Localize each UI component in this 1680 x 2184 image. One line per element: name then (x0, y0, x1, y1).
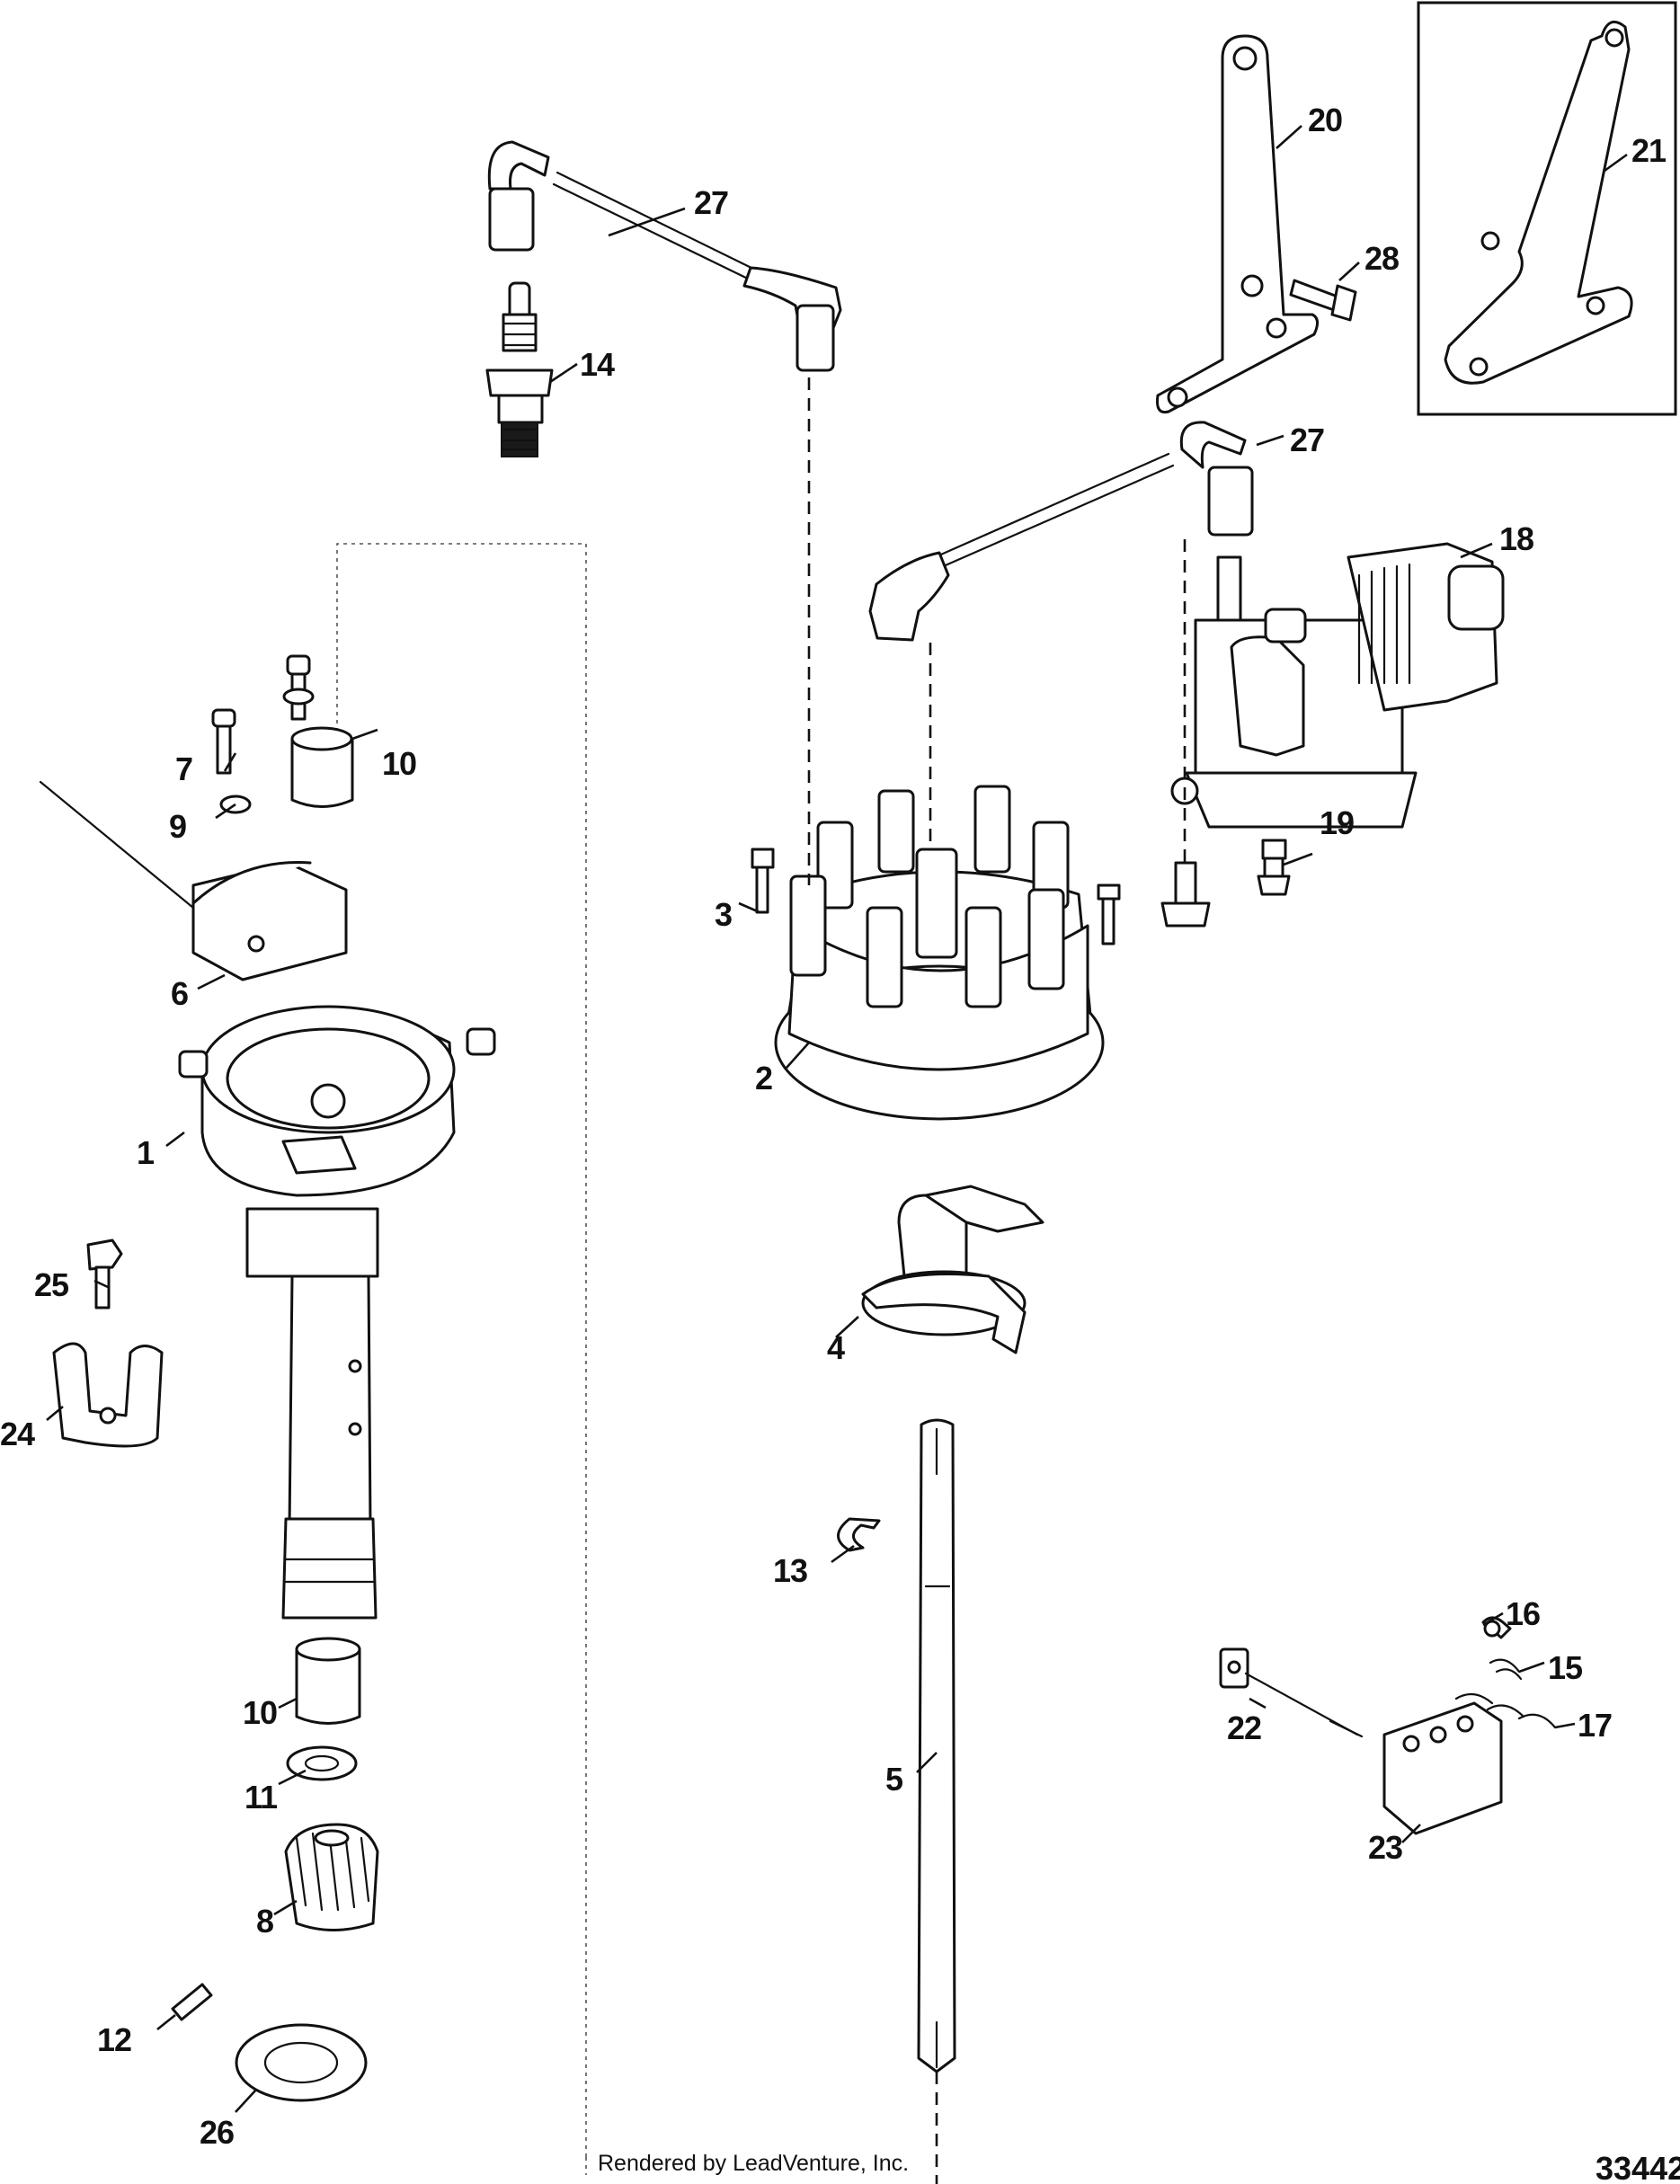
mounting-bracket (1156, 34, 1319, 414)
coil-screws (1160, 839, 1291, 928)
ignition-coil (1170, 542, 1505, 829)
callout-22: 22 (1227, 1709, 1261, 1746)
callout-24: 24 (0, 1416, 35, 1452)
callout-28: 28 (1364, 240, 1399, 277)
wiring-parts (1219, 1616, 1557, 1835)
callout-14: 14 (580, 346, 615, 383)
callout-15: 15 (1548, 1649, 1583, 1686)
inset-box (1417, 1, 1677, 416)
callout-27-lower: 27 (1290, 422, 1324, 458)
callout-26: 26 (200, 2114, 234, 2151)
e-clip (837, 1517, 881, 1552)
callout-13: 13 (773, 1552, 807, 1589)
distributor-housing (178, 1005, 496, 1620)
callout-8: 8 (256, 1903, 273, 1940)
callout-10-lower: 10 (243, 1694, 277, 1731)
cap-screws (751, 848, 1121, 946)
callout-17: 17 (1578, 1707, 1612, 1744)
callout-5: 5 (885, 1761, 903, 1798)
assembly-group-outline (336, 543, 587, 2175)
callout-25: 25 (34, 1266, 69, 1303)
callout-21: 21 (1631, 132, 1667, 169)
callout-1: 1 (137, 1134, 155, 1171)
callout-3: 3 (715, 896, 732, 933)
callout-11: 11 (244, 1779, 278, 1816)
plug-wire-upper (487, 140, 842, 372)
callout-27-upper: 27 (694, 184, 728, 221)
callout-6: 6 (171, 975, 188, 1012)
upper-fasteners (211, 654, 354, 814)
intermediate-shaft (917, 1418, 956, 2073)
bolt-28 (1289, 279, 1357, 322)
callout-16: 16 (1506, 1595, 1540, 1632)
pickup-coil (39, 780, 348, 981)
render-credit: Rendered by LeadVenture, Inc. (598, 2151, 909, 2176)
callout-2: 2 (755, 1060, 772, 1096)
callout-19: 19 (1320, 804, 1354, 841)
spark-plug (485, 281, 554, 457)
callout-20: 20 (1308, 102, 1342, 138)
distributor-cap (774, 785, 1105, 1121)
mounting-bracket-inset (1444, 20, 1633, 385)
callouts: 27 14 20 21 28 27 18 19 3 2 4 13 5 16 15… (0, 102, 1667, 2151)
leader-lines (46, 125, 1628, 2113)
figure-number: 33442 (1596, 2150, 1680, 2184)
callout-12: 12 (97, 2021, 131, 2058)
hold-down-clamp (52, 1238, 164, 1448)
rotor (861, 1185, 1044, 1354)
callout-23: 23 (1368, 1829, 1402, 1866)
callout-4: 4 (827, 1329, 845, 1366)
callout-18: 18 (1499, 520, 1533, 557)
callout-10-upper: 10 (382, 745, 416, 782)
callout-7: 7 (175, 750, 192, 787)
plug-wire-lower (868, 421, 1254, 642)
callout-9: 9 (169, 808, 186, 845)
